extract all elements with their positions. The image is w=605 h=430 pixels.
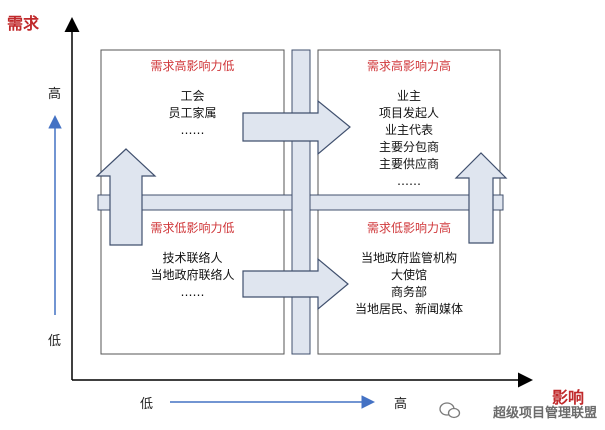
quadrant-item-list: 技术联络人 当地政府联络人 …… bbox=[101, 250, 284, 301]
quadrant-top-right: 需求高影响力高 业主 项目发起人 业主代表 主要分包商 主要供应商 …… bbox=[318, 58, 500, 190]
quadrant-title: 需求低影响力高 bbox=[366, 221, 451, 235]
list-item: 业主代表 bbox=[384, 123, 433, 137]
list-item: 主要供应商 bbox=[378, 157, 439, 171]
list-item: 主要分包商 bbox=[378, 140, 439, 154]
quadrant-title: 需求高影响力高 bbox=[366, 59, 451, 73]
list-item: 当地居民、新闻媒体 bbox=[354, 302, 463, 316]
list-item: 项目发起人 bbox=[378, 106, 439, 120]
list-item: …… bbox=[180, 285, 205, 299]
list-item: 当地政府联络人 bbox=[150, 268, 235, 282]
quadrant-title: 需求高影响力低 bbox=[150, 59, 235, 73]
vertical-divider-bar bbox=[291, 49, 311, 355]
quadrant-top-left: 需求高影响力低 工会 员工家属 …… bbox=[101, 58, 284, 139]
list-item: 大使馆 bbox=[390, 268, 427, 282]
quadrant-bottom-left: 需求低影响力低 技术联络人 当地政府联络人 …… bbox=[101, 220, 284, 301]
list-item: 员工家属 bbox=[168, 106, 217, 120]
x-low-label: 低 bbox=[140, 397, 154, 412]
watermark-text: 超级项目管理联盟 bbox=[492, 406, 597, 421]
list-item: …… bbox=[180, 123, 205, 137]
up-arrow-left bbox=[95, 148, 157, 246]
quadrant-item-list: 当地政府监管机构 大使馆 商务部 当地居民、新闻媒体 bbox=[318, 250, 500, 318]
quadrant-item-list: 业主 项目发起人 业主代表 主要分包商 主要供应商 …… bbox=[318, 88, 500, 190]
x-high-label: 高 bbox=[394, 397, 408, 412]
list-item: 业主 bbox=[396, 89, 421, 103]
quadrant-bottom-right: 需求低影响力高 当地政府监管机构 大使馆 商务部 当地居民、新闻媒体 bbox=[318, 220, 500, 318]
list-item: 工会 bbox=[180, 89, 205, 103]
wechat-icon bbox=[439, 402, 461, 419]
list-item: 技术联络人 bbox=[162, 251, 223, 265]
y-axis-title: 需求 bbox=[7, 14, 40, 33]
x-axis-title: 影响 bbox=[552, 388, 585, 407]
quadrant-title: 需求低影响力低 bbox=[150, 221, 235, 235]
watermark: 超级项目管理联盟 bbox=[493, 402, 597, 421]
quadrant-item-list: 工会 员工家属 …… bbox=[101, 88, 284, 139]
list-item: 当地政府监管机构 bbox=[360, 251, 457, 265]
up-arrow-right bbox=[454, 152, 508, 244]
list-item: 商务部 bbox=[390, 285, 427, 299]
list-item: …… bbox=[397, 174, 421, 188]
right-arrow-top bbox=[242, 99, 351, 156]
y-low-label: 低 bbox=[48, 334, 62, 349]
right-arrow-bottom bbox=[242, 257, 349, 311]
y-high-label: 高 bbox=[48, 87, 62, 102]
